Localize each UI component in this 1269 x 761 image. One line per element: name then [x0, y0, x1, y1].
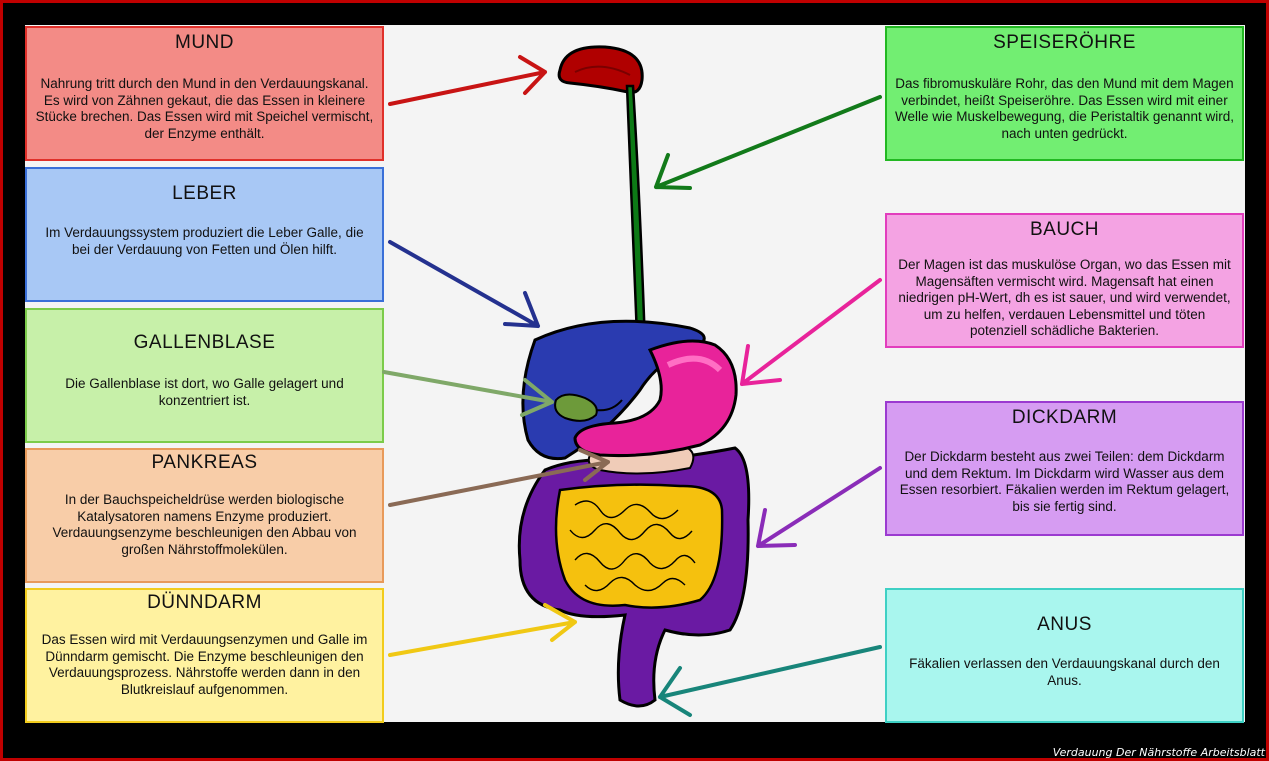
box-dickdarm-text: Der Dickdarm besteht aus zwei Teilen: de… [899, 449, 1230, 514]
box-anus: ANUS Fäkalien verlassen den Verdauungska… [885, 588, 1244, 723]
box-gallenblase-text: Die Gallenblase ist dort, wo Galle gelag… [65, 376, 344, 408]
box-bauch: BAUCH Der Magen ist das muskulöse Organ,… [885, 213, 1244, 348]
box-pankreas-text: In der Bauchspeicheldrüse werden biologi… [52, 492, 357, 557]
mouth-shape [557, 45, 644, 94]
box-bauch-text: Der Magen ist das muskulöse Organ, wo da… [898, 257, 1231, 338]
small-intestine-shape [554, 483, 724, 609]
arrow-duenndarm [388, 603, 577, 657]
box-bauch-title: BAUCH [1029, 219, 1099, 240]
box-duenndarm-title: DÜNNDARM [147, 592, 262, 613]
box-gallenblase-title: GALLENBLASE [133, 332, 276, 353]
gallbladder-shape [554, 393, 598, 422]
watermark-text: Verdauung Der Nährstoffe Arbeitsblatt [1052, 746, 1265, 759]
arrow-speiseroehre [654, 95, 882, 190]
box-mund-text: Nahrung tritt durch den Mund in den Verd… [35, 76, 374, 141]
box-speiseroehre-title: SPEISERÖHRE [993, 32, 1136, 53]
box-speiseroehre: SPEISERÖHRE Das fibromuskuläre Rohr, das… [885, 26, 1244, 161]
box-leber-text: Im Verdauungssystem produziert die Leber… [45, 225, 364, 257]
box-dickdarm-title: DICKDARM [1011, 407, 1118, 428]
box-leber-title: LEBER [172, 183, 237, 204]
box-pankreas-title: PANKREAS [151, 452, 258, 473]
box-anus-text: Fäkalien verlassen den Verdauungskanal d… [909, 656, 1220, 688]
arrow-pankreas [388, 448, 610, 507]
box-duenndarm-text: Das Essen wird mit Verdauungsenzymen und… [41, 632, 368, 697]
box-speiseroehre-text: Das fibromuskuläre Rohr, das den Mund mi… [895, 76, 1234, 141]
stomach-shape [573, 339, 738, 458]
arrow-anus [658, 645, 882, 717]
box-gallenblase: GALLENBLASE Die Gallenblase ist dort, wo… [25, 308, 384, 443]
box-dickdarm: DICKDARM Der Dickdarm besteht aus zwei T… [885, 401, 1244, 536]
box-leber: LEBER Im Verdauungssystem produziert die… [25, 167, 384, 302]
box-mund: MUND Nahrung tritt durch den Mund in den… [25, 26, 384, 161]
arrow-dickdarm [756, 466, 882, 548]
box-duenndarm: DÜNNDARM Das Essen wird mit Verdauungsen… [25, 588, 384, 723]
arrow-gallenblase [382, 370, 554, 417]
arrow-mund [388, 55, 547, 106]
arrow-bauch [740, 278, 882, 386]
box-mund-title: MUND [175, 32, 234, 53]
box-pankreas: PANKREAS In der Bauchspeicheldrüse werde… [25, 448, 384, 583]
box-anus-title: ANUS [1037, 614, 1092, 635]
arrow-leber [388, 240, 540, 328]
